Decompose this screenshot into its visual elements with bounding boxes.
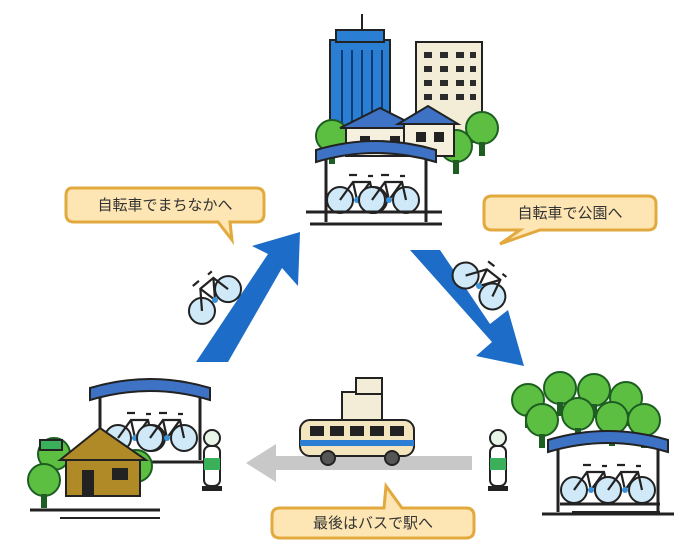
bubble-to-park: 自転車で公園へ [482, 194, 658, 246]
arrow-home-to-town [196, 232, 300, 362]
bubble-bus-to-station: 最後はバスで駅へ [270, 481, 476, 540]
bus-icon [299, 377, 415, 466]
arrow-town-to-park [410, 250, 524, 366]
bubble-bus-to-station-label: 最後はバスで駅へ [313, 514, 433, 532]
bubble-to-town-label: 自転車でまちなかへ [97, 196, 232, 214]
bubble-to-park-label: 自転車で公園へ [517, 204, 622, 222]
bus-stop-icon-park [487, 429, 509, 492]
bicycle-icon-right [446, 246, 520, 316]
bubble-to-town: 自転車でまちなかへ [64, 186, 266, 246]
bus-stop-icon-home [201, 429, 223, 492]
city-buildings-icon [306, 14, 499, 226]
house-icon [27, 377, 218, 519]
park-trees-icon [511, 371, 676, 516]
